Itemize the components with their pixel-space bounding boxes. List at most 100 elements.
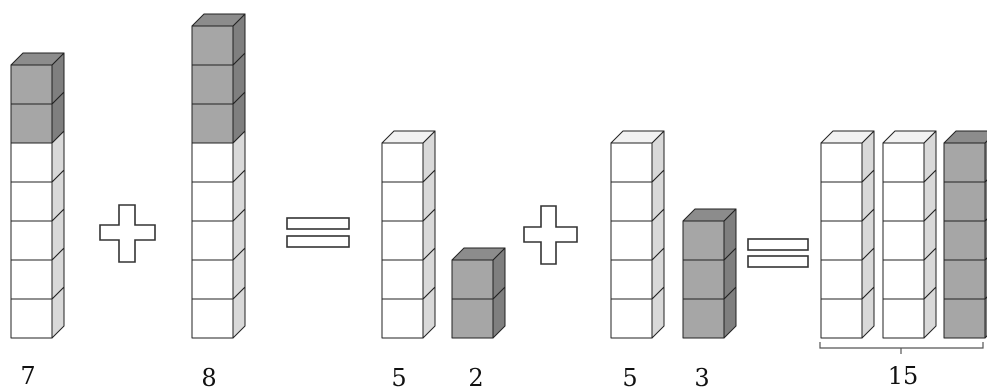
cube-front xyxy=(381,181,424,222)
cube-top xyxy=(882,130,937,144)
white-cube xyxy=(10,130,65,183)
stack-2 xyxy=(451,247,506,339)
white-cube xyxy=(610,130,665,183)
cube-front xyxy=(191,142,234,183)
cube-front xyxy=(610,142,653,183)
cube-front xyxy=(610,298,653,339)
stack-5b xyxy=(610,130,665,339)
cube-front xyxy=(820,259,863,300)
cube-front xyxy=(191,259,234,300)
cube-front xyxy=(10,142,53,183)
cube-front xyxy=(882,259,925,300)
white-cube xyxy=(820,247,875,300)
cube-front xyxy=(10,259,53,300)
white-cube xyxy=(882,286,937,339)
cube-front xyxy=(451,298,494,339)
white-cube xyxy=(191,130,246,183)
cube-front xyxy=(820,142,863,183)
white-cube xyxy=(381,247,436,300)
label-5b: 5 xyxy=(622,364,638,392)
cube-front xyxy=(191,25,234,66)
white-cube xyxy=(381,208,436,261)
cube-front xyxy=(10,103,53,144)
white-cube xyxy=(191,169,246,222)
label-8: 8 xyxy=(201,364,217,392)
plus-sign-2 xyxy=(523,205,578,265)
cube-front xyxy=(820,298,863,339)
white-cube xyxy=(191,286,246,339)
white-cube xyxy=(882,208,937,261)
cube-front xyxy=(10,64,53,105)
gray-cube xyxy=(191,91,246,144)
cube-front xyxy=(381,142,424,183)
cube-front xyxy=(191,181,234,222)
bracket-15 xyxy=(819,342,984,354)
gray-cube xyxy=(682,208,737,261)
cube-front xyxy=(381,298,424,339)
stack-5a xyxy=(381,130,436,339)
cube-front xyxy=(191,103,234,144)
cube-top xyxy=(191,13,246,27)
cube-top xyxy=(10,52,65,66)
gray-cube xyxy=(943,130,987,183)
cube-front xyxy=(943,298,986,339)
cube-front xyxy=(381,259,424,300)
gray-cube xyxy=(682,247,737,300)
plus-sign-1 xyxy=(99,204,156,263)
label-5a: 5 xyxy=(391,364,407,392)
stack-8 xyxy=(191,13,246,339)
cube-front xyxy=(882,142,925,183)
cube-front xyxy=(610,259,653,300)
white-cube xyxy=(820,208,875,261)
stack-3 xyxy=(682,208,737,339)
white-cube xyxy=(882,130,937,183)
equals-sign-1 xyxy=(286,217,350,248)
cube-front xyxy=(191,220,234,261)
gray-cube xyxy=(10,91,65,144)
gray-cube xyxy=(451,286,506,339)
stack-7 xyxy=(10,52,65,339)
cube-front xyxy=(682,220,725,261)
cube-front xyxy=(10,298,53,339)
label-3: 3 xyxy=(694,364,710,392)
cube-front xyxy=(820,220,863,261)
white-cube xyxy=(820,130,875,183)
gray-cube xyxy=(191,52,246,105)
cube-front xyxy=(820,181,863,222)
cube-top xyxy=(610,130,665,144)
cube-front xyxy=(191,64,234,105)
white-cube xyxy=(610,247,665,300)
white-cube xyxy=(381,130,436,183)
white-cube xyxy=(381,286,436,339)
label-15: 15 xyxy=(887,362,919,390)
cube-front xyxy=(10,220,53,261)
cube-top xyxy=(820,130,875,144)
gray-cube xyxy=(10,52,65,105)
cube-front xyxy=(682,298,725,339)
gray-cube xyxy=(451,247,506,300)
cube-front xyxy=(882,181,925,222)
cube-front xyxy=(191,298,234,339)
cube-top xyxy=(682,208,737,222)
cube-top xyxy=(381,130,436,144)
white-cube xyxy=(191,247,246,300)
white-cube xyxy=(882,247,937,300)
cube-front xyxy=(943,220,986,261)
stack-15a xyxy=(820,130,875,339)
cube-front xyxy=(682,259,725,300)
equals-sign-2 xyxy=(747,238,809,268)
white-cube xyxy=(10,169,65,222)
cube-front xyxy=(610,181,653,222)
white-cube xyxy=(191,208,246,261)
stacks-layer xyxy=(10,13,987,339)
cube-front xyxy=(10,181,53,222)
cube-front xyxy=(451,259,494,300)
cube-front xyxy=(943,181,986,222)
gray-cube xyxy=(191,13,246,66)
cube-front xyxy=(381,220,424,261)
cube-front xyxy=(882,298,925,339)
cube-front xyxy=(882,220,925,261)
cube-top xyxy=(943,130,987,144)
stack-15c xyxy=(943,130,987,339)
